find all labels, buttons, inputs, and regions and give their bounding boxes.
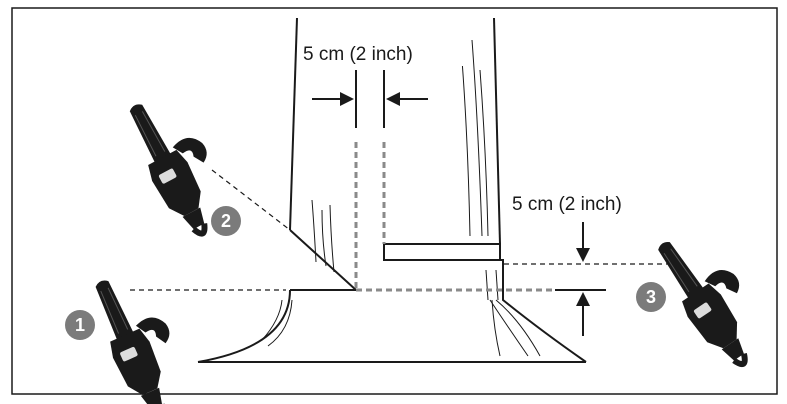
- trunk-gap-label-bg: [300, 40, 464, 66]
- trunk-gap-label: 5 cm (2 inch): [303, 44, 413, 65]
- tree-trunk: [197, 17, 587, 363]
- svg-text:1: 1: [75, 315, 85, 335]
- side-dimension: [555, 222, 606, 336]
- svg-text:2: 2: [221, 211, 231, 231]
- cut-guides: [354, 142, 552, 292]
- step-badge-2: 2: [211, 206, 241, 236]
- step-height-label: 5 cm (2 inch): [512, 194, 622, 215]
- bark-texture: [261, 39, 541, 357]
- step-badge-3: 3: [636, 282, 666, 312]
- saw-lines: [130, 169, 680, 291]
- top-dimension: [312, 70, 428, 128]
- svg-text:3: 3: [646, 287, 656, 307]
- step-badge-1: 1: [65, 310, 95, 340]
